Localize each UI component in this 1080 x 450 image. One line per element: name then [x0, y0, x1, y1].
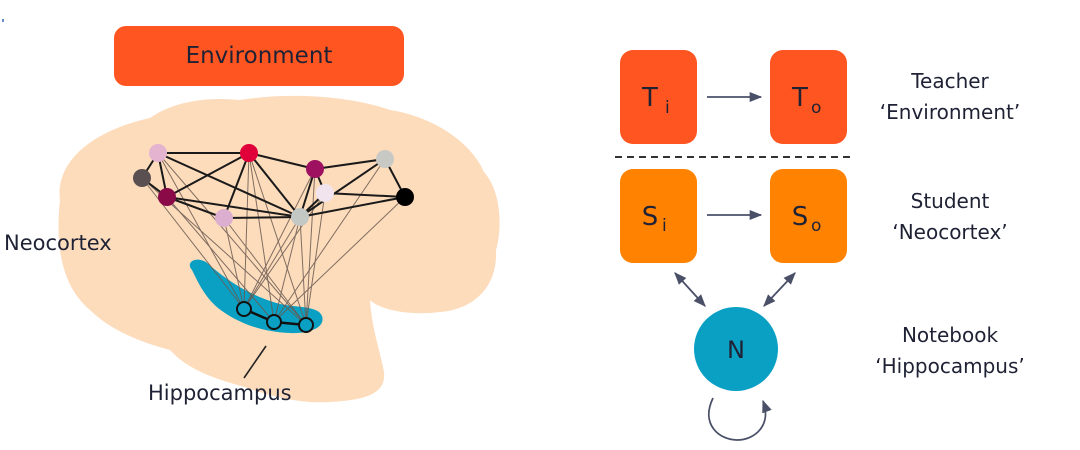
thin-connection: [223, 217, 245, 310]
thin-connection: [243, 168, 316, 310]
environment-label: Environment: [186, 43, 333, 69]
speck-mark: [2, 19, 4, 22]
environment-box: Environment: [114, 26, 404, 86]
student-title: Student: [911, 189, 990, 213]
cortical-connection: [314, 158, 386, 170]
cortical-connection: [248, 152, 316, 170]
hippocampus-shape: [189, 259, 323, 334]
cortical-connection: [157, 152, 301, 218]
hippocampus-chain: [236, 301, 314, 333]
cortical-connection: [166, 196, 301, 218]
teacher-output-subscript: o: [811, 98, 821, 118]
teacher-output-label: T: [791, 83, 808, 113]
thin-connection: [243, 216, 301, 310]
student-output-box: S o: [770, 169, 847, 263]
thin-connection: [299, 216, 307, 326]
teacher-subtitle: ‘Environment’: [880, 100, 1020, 124]
hippocampus-label: Hippocampus: [148, 381, 292, 405]
thin-connection: [273, 158, 386, 323]
thin-connection: [273, 196, 406, 323]
student-output-label: S: [792, 202, 809, 232]
cortical-node: [376, 150, 394, 168]
cortical-connection: [299, 158, 386, 218]
thin-connection: [166, 196, 275, 323]
thin-connection: [305, 192, 326, 326]
cortical-connection: [299, 196, 406, 218]
hippocampus-leader-line: [243, 345, 267, 379]
student-input-subscript: i: [662, 216, 667, 236]
hippocampus-node: [236, 301, 252, 317]
thin-connection: [248, 152, 307, 326]
neocortex-label: Neocortex: [4, 231, 112, 255]
student-output-subscript: o: [811, 216, 821, 236]
notebook-title: Notebook: [902, 323, 999, 347]
thin-connection: [248, 152, 275, 323]
cortical-nodes: [133, 144, 414, 227]
notebook-node: N: [694, 307, 778, 391]
student-input-notebook-arrow: [674, 272, 706, 307]
cortical-node: [306, 160, 324, 178]
teacher-input-subscript: i: [665, 98, 670, 118]
cortex-hippocampus-connections: [141, 152, 406, 326]
thin-connection: [273, 216, 301, 323]
student-subtitle: ‘Neocortex’: [892, 220, 1007, 244]
student-output-notebook-arrow: [763, 272, 796, 307]
teacher-title: Teacher: [910, 69, 989, 93]
student-input-box: S i: [620, 169, 697, 263]
cortical-connection: [166, 152, 250, 198]
student-input-label: S: [642, 202, 659, 232]
teacher-output-box: T o: [770, 50, 847, 144]
hippocampus-node: [298, 317, 314, 333]
thin-connection: [243, 152, 250, 310]
thin-connection: [157, 152, 307, 326]
thin-connection: [305, 168, 316, 326]
cortical-node: [240, 144, 258, 162]
cortical-connection: [248, 152, 301, 218]
cortical-connection: [223, 216, 301, 219]
notebook-self-loop-arrow: [707, 397, 772, 441]
cortical-node: [291, 208, 309, 226]
hippocampus-node: [266, 314, 282, 330]
cortical-node: [133, 169, 151, 187]
cortical-node: [316, 184, 334, 202]
teacher-input-box: T i: [620, 50, 697, 144]
thin-connection: [243, 192, 326, 310]
cortical-node: [149, 144, 167, 162]
teacher-input-label: T: [641, 83, 658, 113]
thin-connection: [223, 217, 307, 326]
cortical-connection: [166, 196, 225, 219]
brain-shape: [58, 95, 500, 403]
cortical-connection: [324, 192, 406, 198]
notebook-node-label: N: [727, 336, 745, 364]
notebook-subtitle: ‘Hippocampus’: [875, 354, 1024, 378]
cortical-node: [215, 209, 233, 227]
cortical-node: [396, 188, 414, 206]
brain-notch: [339, 287, 371, 301]
cortical-node: [158, 188, 176, 206]
